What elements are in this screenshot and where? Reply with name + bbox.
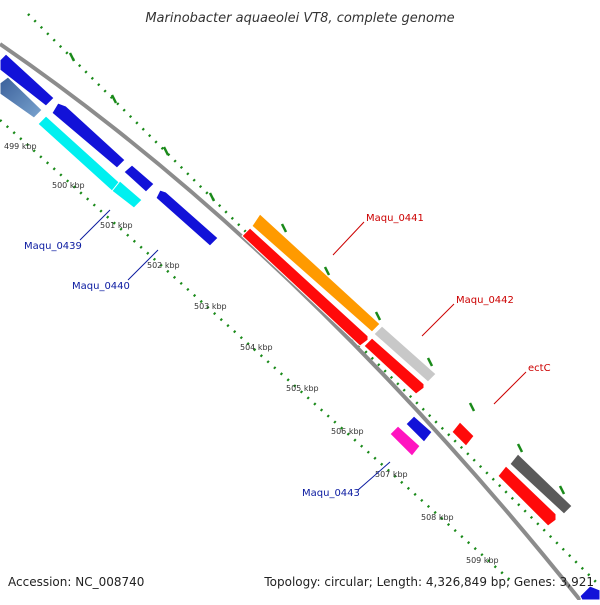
gene-labels: Maqu_0441 Maqu_0442 ectC Maqu_0439 Maqu_… [24,213,551,499]
gene-arrow-blue-3 [123,164,155,193]
gene-arrow-red-3 [451,421,475,447]
gene-arrow-lightgray [373,325,437,383]
kbp-tick-labels: 499 kbp 500 kbp 501 kbp 502 kbp 503 kbp … [4,142,499,565]
tick-label: 508 kbp [421,513,454,522]
inner-dotted-track [0,119,511,581]
tick-label: 507 kbp [375,470,408,479]
gene-arrow-blue-1 [0,53,55,107]
outer-track-ticks [68,52,566,495]
gene-features [0,53,600,601]
gene-label-leaders [79,209,527,491]
gene-arrow-red-1 [241,227,369,347]
accession-text: Accession: NC_008740 [8,575,144,589]
tick-label: 501 kbp [100,221,133,230]
gene-label-maqu-0439: Maqu_0439 [24,241,82,252]
gene-label-maqu-0443: Maqu_0443 [302,488,360,499]
gene-arrow-red-2 [363,337,425,395]
map-title: Marinobacter aquaeolei VT8, complete gen… [145,11,454,26]
tick-label: 509 kbp [466,556,499,565]
gene-arrow-darkgray [509,453,573,515]
gene-arrow-magenta [389,425,421,457]
tick-label: 500 kbp [52,181,85,190]
gene-arrow-blue-4 [155,189,219,247]
gene-label-ectc: ectC [528,363,551,374]
gene-arrow-blue-5 [405,415,433,443]
tick-label: 499 kbp [4,142,37,151]
gene-arrow-red-4 [497,465,557,527]
tick-label: 504 kbp [240,343,273,352]
gene-arrow-orange [251,213,381,333]
gene-arrow-blue-edge [579,585,600,601]
gene-label-maqu-0440: Maqu_0440 [72,281,130,292]
gene-arrow-cyan-2 [111,180,143,209]
gene-label-maqu-0442: Maqu_0442 [456,295,514,306]
tick-label: 502 kbp [147,261,180,270]
gene-arrow-blue-2 [51,102,126,169]
dotted-guide-tracks [0,13,600,587]
gene-arrow-steelblue [0,76,43,119]
tick-label: 506 kbp [331,427,364,436]
gene-label-maqu-0441: Maqu_0441 [366,213,424,224]
tick-label: 505 kbp [286,384,319,393]
tick-label: 503 kbp [194,302,227,311]
genome-summary-text: Topology: circular; Length: 4,326,849 bp… [263,575,594,589]
